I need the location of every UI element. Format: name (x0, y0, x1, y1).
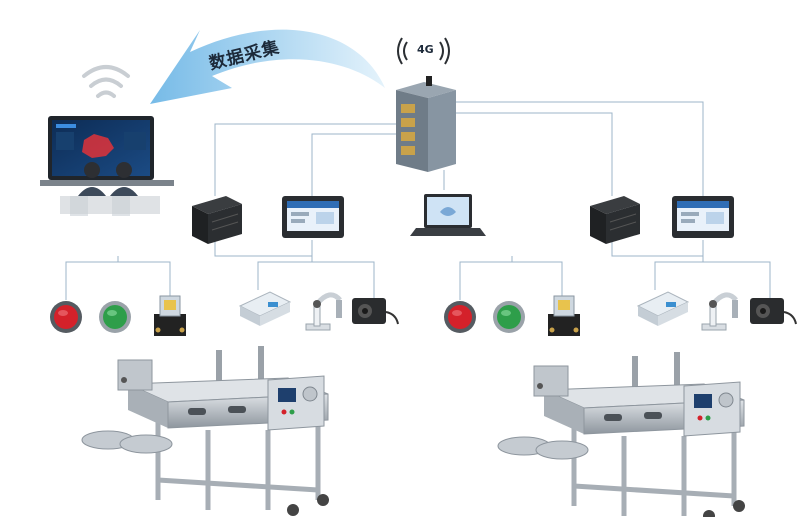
relay-left (153, 295, 187, 337)
red-button-right (444, 301, 476, 333)
robot-arm-right (702, 295, 738, 330)
sensor-left (351, 297, 399, 325)
4g-badge-label: 4G (417, 43, 434, 56)
plc-right (589, 195, 641, 245)
relay-right (547, 295, 581, 337)
plc-left (191, 195, 243, 245)
wifi-icon (82, 65, 130, 98)
green-button-right (493, 301, 525, 333)
robot-arm-left (306, 295, 342, 330)
laptop (410, 194, 486, 236)
4g-signal-icon (397, 37, 450, 65)
green-button-left (99, 301, 131, 333)
hmi-left (282, 196, 344, 238)
fryer-machine-right (498, 352, 745, 517)
connection-lines (65, 101, 771, 300)
io-module-right (637, 291, 689, 327)
monitoring-center (40, 116, 174, 216)
io-module-left (239, 291, 291, 327)
data-collection-arrow (150, 29, 385, 105)
4g-gateway (396, 76, 456, 172)
sensor-right (749, 297, 797, 325)
red-button-left (50, 301, 82, 333)
hmi-right (672, 196, 734, 238)
fryer-machine-left (82, 346, 329, 516)
